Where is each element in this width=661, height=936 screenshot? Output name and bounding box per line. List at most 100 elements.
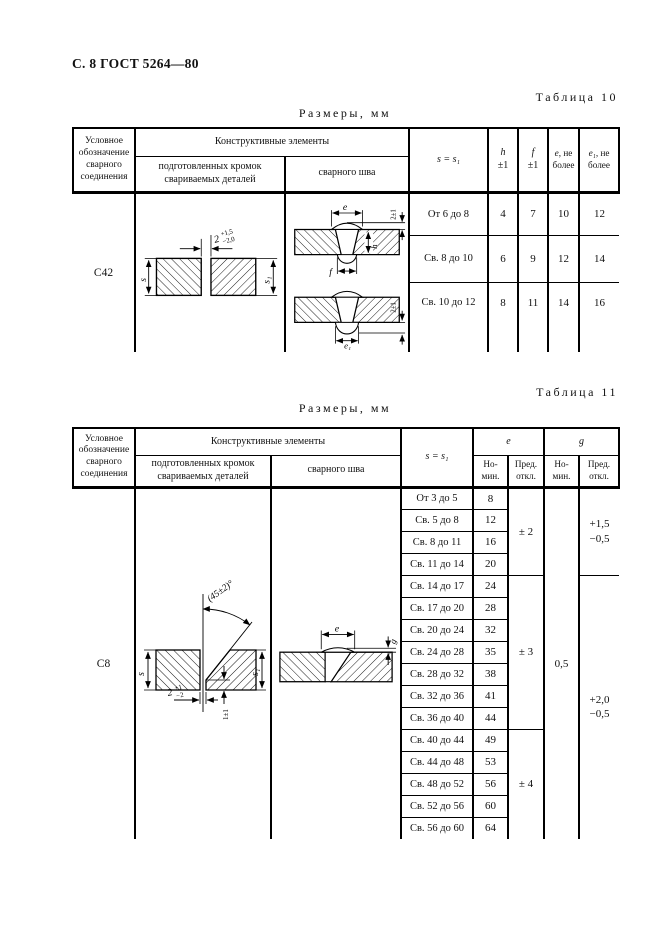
left-plate: [155, 257, 202, 296]
e-nominal: 20: [472, 552, 509, 576]
e-nominal: 64: [472, 816, 509, 839]
gap-dimension: 2 +1,5 −2,0: [213, 228, 236, 246]
col-constructive: Конструктивные элементы: [134, 427, 402, 456]
col-designation: Условное обозначение сварного соединения: [72, 427, 136, 489]
table10-body: С42: [73, 191, 619, 352]
weld-underbead: [334, 321, 360, 335]
table-row: Св. 52 до 56 60: [73, 794, 619, 818]
col-e1: e₁, не более: [578, 127, 620, 194]
table11-units-label: Размеры, мм: [298, 401, 392, 415]
table10-units-label: Размеры, мм: [298, 106, 392, 120]
f-value: 7: [517, 191, 549, 236]
h-value: 8: [487, 281, 519, 352]
dim-e-label: e: [343, 202, 348, 213]
e1-rest: не более: [588, 147, 610, 170]
f-value: 9: [517, 234, 549, 283]
g-nominal: 0,5: [543, 486, 580, 839]
table11-body: С8 (45: [73, 486, 619, 839]
s-range: Св. 20 до 24: [400, 618, 474, 642]
dim-s-label: s: [138, 278, 149, 282]
s-range: Св. 40 до 44: [400, 728, 474, 752]
e1-value: 14: [578, 234, 619, 283]
table-row: Св. 40 до 44 49 ± 4: [73, 728, 619, 839]
f-tolerance: ±1: [527, 159, 539, 171]
table-row: Св. 36 до 40 44: [73, 706, 619, 730]
e-nominal: 28: [472, 596, 509, 620]
table-row: С8 (45: [73, 486, 619, 839]
t11-edges-diagram: (45±2)° s s₁ 2 +1 −2: [138, 578, 266, 720]
table11-caption: Таблица 11: [536, 385, 618, 399]
e-nominal: 38: [472, 662, 509, 686]
s-range: Св. 10 до 12: [408, 281, 489, 352]
edges-diagram-cell: (45±2)° s s₁ 2 +1 −2: [134, 486, 272, 839]
edges-diagram-cell: s s₁ 2 +1,5 −2,0: [134, 191, 286, 352]
e1-symbol: e₁,: [588, 147, 599, 158]
s-range: Св. 8 до 11: [400, 530, 474, 554]
dim-2pm1-bottom-label: 2±1: [390, 302, 397, 312]
col-edges: подготовленных кромок свариваемых детале…: [134, 454, 272, 489]
table-row: Св. 10 до 12 8 11 14 16: [73, 281, 619, 352]
table-row: Св. 24 до 28 35: [73, 640, 619, 664]
dim-g-label: g: [387, 637, 398, 645]
e-nominal: 41: [472, 684, 509, 708]
col-e-group: e: [472, 427, 545, 456]
e-nominal: 53: [472, 750, 509, 774]
weld-cap: [330, 222, 364, 230]
table-row: Св. 28 до 32 38: [73, 662, 619, 686]
e-nominal: 35: [472, 640, 509, 664]
table11-head: Условное обозначение сварного соединения…: [72, 427, 620, 489]
table10-head: Условное обозначение сварного соединения…: [72, 127, 620, 194]
right-plate: [352, 228, 400, 255]
col-e-nominal: Но- мин.: [472, 454, 509, 489]
col-weld: сварного шва: [284, 155, 410, 194]
gap-value: 2: [213, 234, 221, 246]
t11-weld-diagram: e g: [279, 623, 398, 683]
dim-h-label: h: [369, 244, 379, 248]
table-row: Св. 48 до 52 56: [73, 772, 619, 796]
col-f: f ±1: [517, 127, 549, 194]
e-symbol: e,: [554, 147, 562, 158]
col-g-nominal: Но- мин.: [543, 454, 580, 489]
table11-grid: Условное обозначение сварного соединения…: [72, 427, 620, 839]
s-range: Св. 56 до 60: [400, 816, 474, 839]
s-range: Св. 44 до 48: [400, 750, 474, 774]
h-symbol: h: [500, 147, 506, 159]
table-row: Св. 5 до 8 12: [73, 508, 619, 532]
joint-designation: С42: [73, 191, 136, 352]
col-designation: Условное обозначение сварного соединения: [72, 127, 136, 194]
col-s: s = s₁: [400, 427, 474, 489]
right-plate-2: [352, 296, 400, 323]
table-row: С42: [73, 191, 619, 352]
e-nominal: 32: [472, 618, 509, 642]
s-range: Св. 32 до 36: [400, 684, 474, 708]
s-range: От 3 до 5: [400, 486, 474, 510]
table10-grid: Условное обозначение сварного соединения…: [72, 127, 620, 352]
t10-weld-diagram: e 2±1 h f: [294, 202, 406, 350]
left-plate: [155, 649, 201, 691]
left-plate-2: [294, 296, 342, 323]
s-range: Св. 52 до 56: [400, 794, 474, 818]
dim-2pm1-top-label: 2±1: [390, 209, 397, 219]
table-row: Св. 44 до 48 53: [73, 750, 619, 774]
e-deviation: ± 3: [507, 574, 545, 730]
table10-caption: Таблица 10: [535, 90, 618, 104]
weld-root: [336, 253, 358, 264]
e-nominal: 49: [472, 728, 509, 752]
left-plate: [294, 228, 342, 255]
e-nominal: 16: [472, 530, 509, 554]
e-value: 14: [547, 281, 580, 352]
s-range: Св. 8 до 10: [408, 234, 489, 283]
e-rest: не более: [552, 147, 575, 170]
gap-plus-tol: +1: [174, 683, 183, 692]
gap-minus-tol: −2: [175, 690, 184, 699]
gap-minus-tol: −2,0: [222, 236, 236, 246]
e-nominal: 56: [472, 772, 509, 796]
e-value: 12: [547, 234, 580, 283]
h-value: 6: [487, 234, 519, 283]
weld-cap: [320, 646, 355, 653]
col-constructive: Конструктивные элементы: [134, 127, 410, 157]
dim-s-label: s: [138, 672, 147, 676]
table-row: Св. 8 до 11 16: [73, 530, 619, 554]
col-edges: подготовленных кромок свариваемых детале…: [134, 155, 286, 194]
